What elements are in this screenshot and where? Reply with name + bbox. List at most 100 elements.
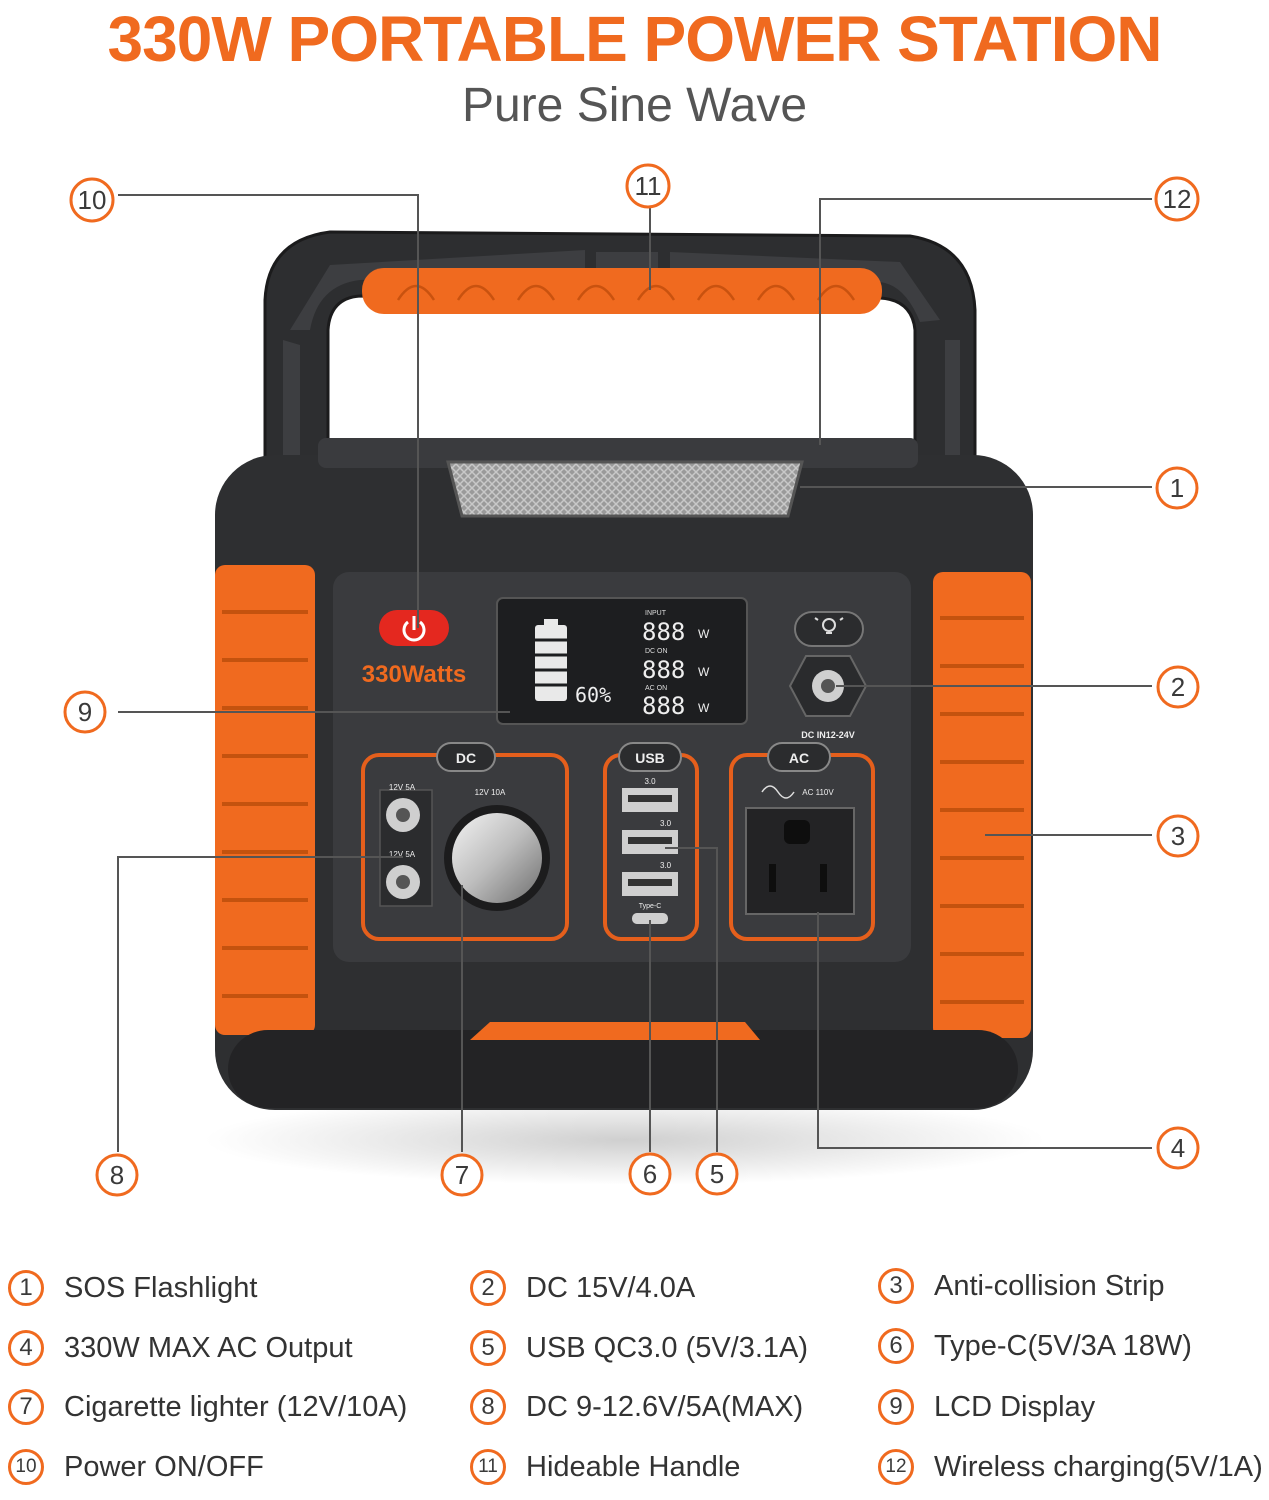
right-anti-collision-strip: [933, 572, 1031, 1038]
dc-tab: DC: [456, 750, 476, 766]
legend-badge: 4: [8, 1330, 44, 1366]
svg-text:2: 2: [1171, 672, 1185, 702]
lcd-ac-value: 888: [642, 692, 685, 720]
power-icon: [402, 616, 426, 642]
lcd-input-value: 888: [642, 618, 685, 646]
left-anti-collision-strip: [215, 565, 315, 1035]
callout-8: 8: [95, 1153, 139, 1197]
legend-badge: 10: [8, 1449, 44, 1485]
legend-item-4: 4 330W MAX AC Output: [8, 1330, 353, 1366]
legend-badge: 8: [470, 1389, 506, 1425]
legend-item-5: 5 USB QC3.0 (5V/3.1A): [470, 1330, 808, 1366]
lighter-label: 12V 10A: [475, 788, 506, 797]
leader-lines: [117, 194, 1152, 1152]
legend-text: Hideable Handle: [526, 1450, 741, 1483]
callout-6: 6: [628, 1152, 672, 1196]
typec-label: Type-C: [639, 903, 662, 910]
floor-shadow: [205, 1095, 1045, 1185]
svg-text:1: 1: [1170, 473, 1184, 503]
legend-text: USB QC3.0 (5V/3.1A): [526, 1331, 809, 1364]
svg-text:11: 11: [635, 171, 662, 201]
hideable-handle: [263, 230, 977, 472]
usb-output-group: USB 3.0 3.0 3.0 Type-C: [603, 742, 699, 941]
svg-text:4: 4: [1171, 1133, 1185, 1163]
legend-text: Wireless charging(5V/1A): [934, 1450, 1263, 1483]
callout-4: 4: [1156, 1126, 1200, 1170]
legend-item-9: 9 LCD Display: [878, 1389, 1095, 1425]
legend-text: Anti-collision Strip: [934, 1269, 1165, 1302]
legend-text: DC 9-12.6V/5A(MAX): [526, 1390, 804, 1423]
callout-1: 1: [1155, 466, 1199, 510]
legend-item-8: 8 DC 9-12.6V/5A(MAX): [470, 1389, 803, 1425]
callout-5: 5: [695, 1152, 739, 1196]
legend-text: SOS Flashlight: [64, 1271, 258, 1304]
legend-item-10: 10 Power ON/OFF: [8, 1449, 264, 1485]
legend-badge: 6: [878, 1328, 914, 1364]
svg-text:9: 9: [78, 697, 92, 727]
callout-3: 3: [1156, 814, 1200, 858]
dc-port-2-label: 12V 5A: [389, 850, 416, 859]
lcd-dc-value: 888: [642, 656, 685, 684]
lcd-ac-label: AC ON: [645, 685, 667, 692]
typec-port[interactable]: [632, 913, 668, 924]
legend-item-11: 11 Hideable Handle: [470, 1449, 740, 1485]
legend-item-1: 1 SOS Flashlight: [8, 1270, 257, 1306]
svg-text:8: 8: [110, 1160, 124, 1190]
sos-flashlight: [446, 460, 804, 518]
legend-badge: 5: [470, 1330, 506, 1366]
dc-port-1-label: 12V 5A: [389, 783, 416, 792]
svg-text:6: 6: [643, 1159, 657, 1189]
lcd-dc-unit: W: [698, 665, 710, 679]
ac-label: AC 110V: [802, 788, 834, 797]
callout-9: 9: [63, 690, 107, 734]
legend-badge: 2: [470, 1270, 506, 1306]
lcd-dc-label: DC ON: [645, 648, 668, 655]
lcd-input-label: INPUT: [645, 610, 667, 617]
svg-text:5: 5: [710, 1159, 724, 1189]
usb-qc-1-label: 3.0: [644, 777, 656, 786]
sine-wave-icon: [761, 785, 795, 799]
bulb-icon: [814, 617, 844, 634]
svg-text:3: 3: [1171, 821, 1185, 851]
legend-text: Type-C(5V/3A 18W): [934, 1329, 1192, 1362]
battery-percent: 60%: [575, 683, 611, 707]
legend-item-2: 2 DC 15V/4.0A: [470, 1270, 695, 1306]
svg-text:12: 12: [1163, 184, 1192, 214]
brand-logo: 330Watts: [362, 661, 466, 688]
lcd-display: 60% INPUT 888 W DC ON 888 W AC ON 888 W: [496, 597, 748, 725]
legend-badge: 1: [8, 1270, 44, 1306]
callout-10: 10: [69, 177, 115, 223]
legend-text: Power ON/OFF: [64, 1450, 264, 1483]
legend-badge: 12: [878, 1449, 914, 1485]
callout-2: 2: [1156, 665, 1200, 709]
usb-qc-3-label: 3.0: [660, 861, 672, 870]
page-title: 330W PORTABLE POWER STATION: [107, 3, 1163, 75]
page-subtitle: Pure Sine Wave: [461, 79, 808, 132]
ac-output-group: AC AC 110V: [729, 742, 875, 941]
legend-badge: 3: [878, 1268, 914, 1304]
legend-text: LCD Display: [934, 1390, 1096, 1423]
legend-item-3: 3 Anti-collision Strip: [878, 1268, 1164, 1304]
svg-text:7: 7: [455, 1160, 469, 1190]
dc-in-label: DC IN12-24V: [801, 730, 855, 740]
legend-text: Cigarette lighter (12V/10A): [64, 1390, 408, 1423]
legend-badge: 11: [470, 1449, 506, 1485]
device-body: [215, 438, 1033, 1110]
legend-item-12: 12 Wireless charging(5V/1A): [878, 1449, 1263, 1485]
legend-item-7: 7 Cigarette lighter (12V/10A): [8, 1389, 407, 1425]
light-button[interactable]: [794, 611, 864, 647]
legend-item-6: 6 Type-C(5V/3A 18W): [878, 1328, 1192, 1364]
callout-7: 7: [440, 1153, 484, 1197]
power-button[interactable]: [379, 610, 449, 646]
ac-tab: AC: [789, 750, 809, 766]
usb-tab: USB: [635, 750, 665, 766]
dc-in-port[interactable]: [788, 655, 868, 717]
lcd-input-unit: W: [698, 627, 710, 641]
dc-output-group: DC 12V 5A 12V 5A 12V 10A: [361, 742, 569, 941]
lcd-ac-unit: W: [698, 701, 710, 715]
legend-text: DC 15V/4.0A: [526, 1271, 696, 1304]
svg-text:10: 10: [78, 185, 107, 215]
usb-qc-2-label: 3.0: [660, 819, 672, 828]
legend-badge: 7: [8, 1389, 44, 1425]
